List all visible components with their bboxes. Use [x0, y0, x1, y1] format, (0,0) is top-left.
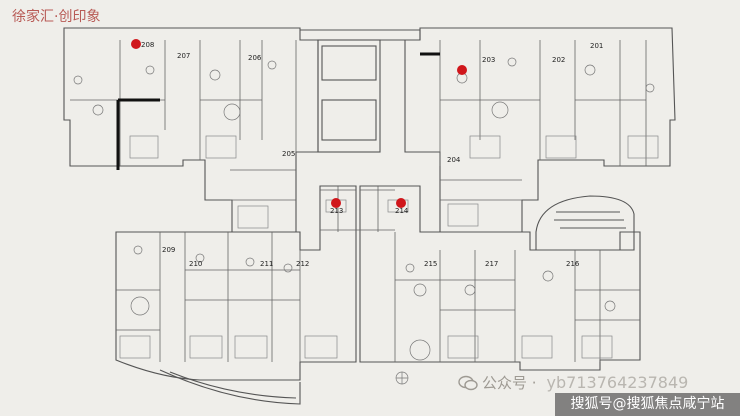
room-label-207: 207 — [177, 52, 190, 60]
plant-icon — [395, 371, 409, 385]
room-label-204: 204 — [447, 156, 461, 164]
unit-markers — [131, 39, 467, 208]
room-label-201: 201 — [590, 42, 603, 50]
watermark-phone: yb713764237849 — [546, 373, 689, 392]
room-label-217: 217 — [485, 260, 498, 268]
room-label-209: 209 — [162, 246, 175, 254]
marker-213 — [331, 198, 341, 208]
marker-203 — [457, 65, 467, 75]
wechat-icon — [458, 375, 478, 391]
room-label-212: 212 — [296, 260, 309, 268]
marker-208 — [131, 39, 141, 49]
brand-label: 徐家汇·创印象 — [12, 9, 101, 25]
room-label-215: 215 — [424, 260, 437, 268]
room-label-213: 213 — [330, 207, 343, 215]
room-label-211: 211 — [260, 260, 273, 268]
room-label-216: 216 — [566, 260, 580, 268]
room-label-206: 206 — [248, 54, 262, 62]
room-label-205: 205 — [282, 150, 295, 158]
room-label-203: 203 — [482, 56, 495, 64]
marker-214 — [396, 198, 406, 208]
room-label-210: 210 — [189, 260, 202, 268]
room-label-214: 214 — [395, 207, 409, 215]
room-label-202: 202 — [552, 56, 565, 64]
watermark-label: 公众号 · — [482, 374, 537, 392]
footer-banner: 搜狐号@搜狐焦点咸宁站 — [555, 393, 740, 416]
room-label-208: 208 — [141, 41, 154, 49]
watermark: 公众号 · yb713764237849 — [458, 372, 688, 393]
